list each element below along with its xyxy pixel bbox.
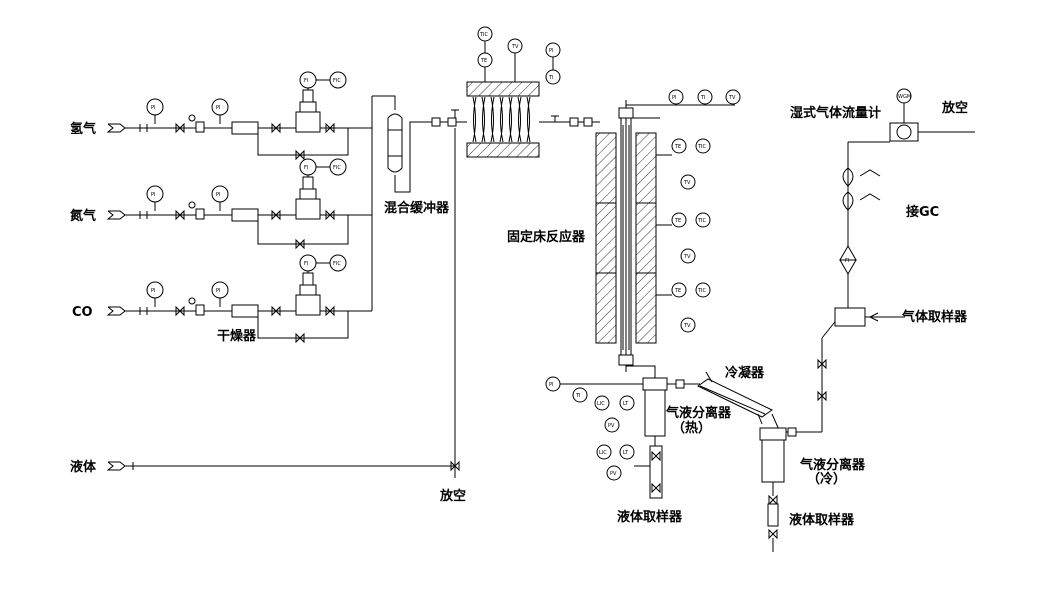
label-gas-sampler: 气体取样器 bbox=[902, 309, 968, 325]
cold-separator bbox=[759, 338, 823, 496]
instrument-tag: LIC bbox=[599, 450, 607, 456]
instrument-tag: FIC bbox=[333, 78, 341, 84]
instrument-tag: FI bbox=[304, 165, 308, 171]
instrument-tag: WGM bbox=[898, 94, 911, 100]
instrument-tag: TI bbox=[700, 95, 706, 101]
instrument-tags: PI PI FI FIC PI PI FI FIC PI PI FI FIC T… bbox=[151, 32, 911, 477]
label-liquid-sampler-hot: 液体取样器 bbox=[617, 509, 683, 525]
instrument-tag: PI bbox=[151, 192, 156, 198]
instrument-tag: TE bbox=[480, 58, 487, 64]
instrument-tag: PI bbox=[216, 105, 221, 111]
label-co: CO bbox=[72, 305, 93, 320]
instrument-tag: TIC bbox=[479, 32, 489, 38]
cold-liquid-sampler bbox=[767, 494, 779, 552]
label-hydrogen: 氢气 bbox=[70, 121, 96, 137]
instrument-tag: PI bbox=[549, 48, 554, 54]
instrument-tag: LT bbox=[623, 401, 629, 407]
label-gl-separator-hot: 气液分离器 bbox=[666, 405, 732, 421]
instrument-tag: LIC bbox=[597, 401, 605, 407]
instrument-tag: PI bbox=[216, 288, 221, 294]
instrument-tag: TV bbox=[683, 180, 691, 186]
gc-sampling-icon bbox=[842, 167, 881, 211]
pressure-regulator-icon bbox=[188, 89, 321, 318]
instrument-tag: TIC bbox=[697, 218, 707, 224]
label-gl-separator-cold: 气液分离器 bbox=[800, 457, 866, 473]
instrument-tag: TIC bbox=[697, 144, 707, 150]
instrument-tag: PV bbox=[610, 471, 617, 477]
label-to-gc: 接GC bbox=[906, 204, 939, 220]
instrument-tag: TE bbox=[674, 288, 681, 294]
instrument-tag: FIC bbox=[333, 165, 341, 171]
mix-buffer-vessel bbox=[387, 113, 403, 173]
instrument-tag: TV bbox=[511, 44, 519, 50]
instrument-tag: PV bbox=[608, 423, 615, 429]
instrument-tag: TI bbox=[575, 393, 581, 399]
label-mix-buffer: 混合缓冲器 bbox=[384, 200, 450, 216]
instrument-tag: FI bbox=[304, 78, 308, 84]
inlet-arrow-icon bbox=[106, 123, 126, 471]
label-condenser: 冷凝器 bbox=[725, 365, 765, 381]
instrument-tag: PI bbox=[216, 192, 221, 198]
instrument-tag: TIC bbox=[697, 288, 707, 294]
preheater bbox=[431, 26, 600, 158]
instrument-tag: FI bbox=[845, 258, 849, 264]
instrument-tag: LT bbox=[623, 450, 629, 456]
instrument-tag: TI bbox=[548, 75, 554, 81]
label-gl-separator-cold-sub: （冷） bbox=[807, 471, 846, 487]
instrument-tag: FIC bbox=[333, 261, 341, 267]
instrument-tag: TE bbox=[674, 144, 681, 150]
instrument-tag: PI bbox=[151, 105, 156, 111]
feed-instrument-bubbles bbox=[146, 71, 347, 307]
instrument-tag: TV bbox=[683, 254, 691, 260]
instrument-tag: TE bbox=[674, 218, 681, 224]
instrument-tag: TV bbox=[728, 95, 736, 101]
label-fixed-bed-reactor: 固定床反应器 bbox=[507, 229, 586, 245]
label-nitrogen: 氮气 bbox=[70, 208, 96, 224]
label-dryer: 干燥器 bbox=[217, 328, 257, 344]
label-vent-top: 放空 bbox=[941, 100, 968, 116]
liquid-feed-line bbox=[125, 128, 456, 478]
instrument-tag: FI bbox=[304, 261, 308, 267]
instrument-tag: TV bbox=[683, 323, 691, 329]
feed-valve-icon bbox=[132, 122, 460, 472]
instrument-tag: PI bbox=[549, 382, 554, 388]
instrument-tag: PI bbox=[151, 288, 156, 294]
label-liquid-sampler-cold: 液体取样器 bbox=[789, 512, 855, 528]
fixed-bed-reactor bbox=[595, 89, 741, 372]
label-wet-gas-flowmeter: 湿式气体流量计 bbox=[790, 105, 881, 121]
feed-header bbox=[371, 95, 440, 311]
hot-liquid-sampler bbox=[596, 444, 663, 499]
gas-outlet-line bbox=[817, 142, 905, 402]
label-gl-separator-hot-sub: （热） bbox=[672, 420, 711, 436]
instrument-tag: PI bbox=[672, 95, 677, 101]
label-vent-bottom: 放空 bbox=[439, 488, 466, 504]
label-liquid-feed: 液体 bbox=[70, 459, 97, 475]
arrow-icon bbox=[868, 312, 879, 322]
wet-gas-flowmeter bbox=[848, 88, 975, 143]
hot-separator bbox=[545, 365, 700, 446]
